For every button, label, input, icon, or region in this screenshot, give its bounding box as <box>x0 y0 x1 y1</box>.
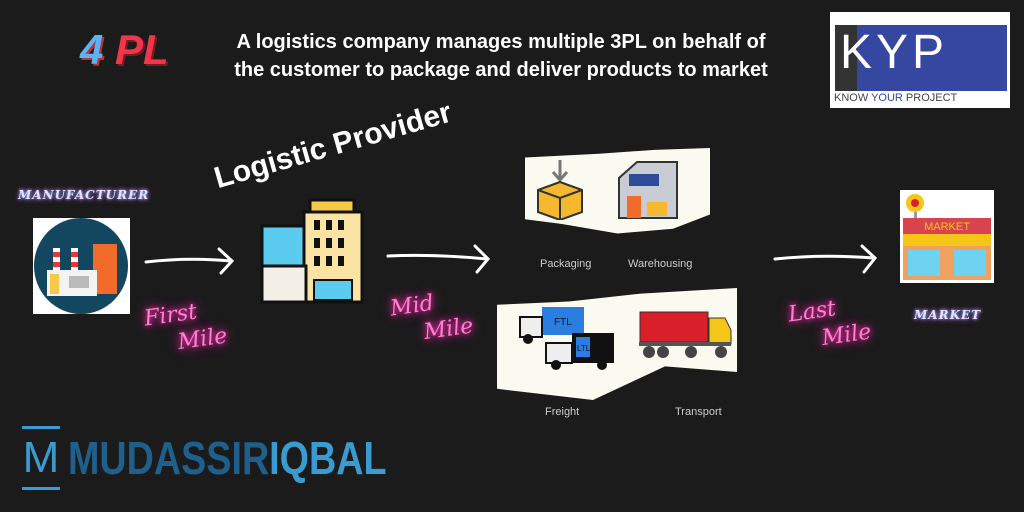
kyp-letters: KYP <box>840 26 949 79</box>
svg-text:FTL: FTL <box>554 317 572 328</box>
freight-label: Freight <box>545 406 580 418</box>
kyp-logo: KYP KNOW YOUR PROJECT <box>830 12 1010 108</box>
headline-line-2: the customer to package and deliver prod… <box>234 59 768 81</box>
mudassir-iqbal-logo: M MUDASSIRIQBAL <box>22 425 456 491</box>
badge-number: 4 <box>80 26 104 73</box>
arrow-mid-mile <box>386 244 491 274</box>
brand-name-first: MUDASSIR <box>68 432 270 484</box>
warehouse-icon <box>618 161 678 219</box>
brand-name-last: IQBAL <box>269 432 387 484</box>
headline: A logistics company manages multiple 3PL… <box>196 28 806 84</box>
provider-title: Logistic Provider <box>210 95 456 196</box>
ftl-ltl-trucks-icon: FTL LTL <box>519 307 614 370</box>
package-box-icon <box>537 160 583 220</box>
factory-icon <box>33 218 130 314</box>
freight-transport-panel: FTL LTL <box>497 288 737 400</box>
packaging-warehousing-panel <box>525 148 710 234</box>
market-store-icon: MARKET <box>900 190 994 283</box>
arrow-last-mile <box>773 244 878 274</box>
transport-label: Transport <box>675 406 722 418</box>
badge-letters: PL <box>115 26 169 73</box>
brand-mark: M <box>22 426 60 490</box>
packaging-label: Packaging <box>540 258 592 270</box>
manufacturer-label: MANUFACTURER <box>18 188 150 202</box>
svg-text:LTL: LTL <box>577 344 591 353</box>
office-building-icon <box>260 198 364 304</box>
kyp-tagline: KNOW YOUR PROJECT <box>834 92 958 104</box>
warehousing-label: Warehousing <box>628 258 693 270</box>
4pl-badge: 4 PL <box>80 26 169 74</box>
container-truck-icon <box>639 311 732 358</box>
market-label: MARKET <box>914 308 982 322</box>
headline-line-1: A logistics company manages multiple 3PL… <box>236 31 766 53</box>
svg-text:MARKET: MARKET <box>924 221 970 233</box>
arrow-first-mile <box>144 247 235 275</box>
